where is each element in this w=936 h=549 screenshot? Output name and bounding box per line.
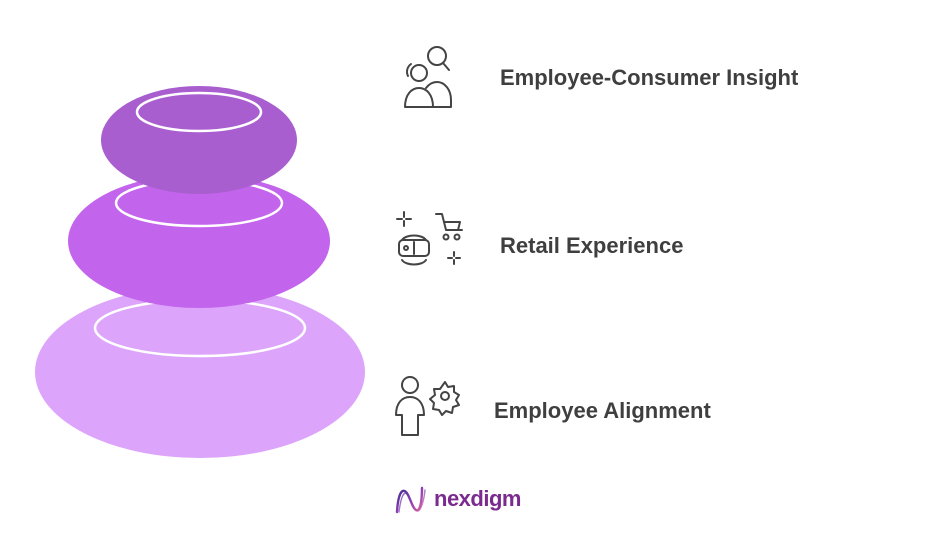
layer-bottom-ring: [35, 286, 365, 458]
layer-row-employee-alignment: Employee Alignment: [388, 373, 711, 449]
stacked-rings-diagram: [35, 86, 365, 458]
people-search-icon: [388, 40, 464, 116]
layer-top-ring: [101, 86, 297, 194]
person-gear-icon: [388, 373, 464, 449]
vr-shopping-cart-icon: [388, 208, 464, 284]
nexdigm-logo: nexdigm: [394, 484, 521, 516]
layer-top-inner-ring: [135, 91, 263, 133]
layer-label: Employee-Consumer Insight: [500, 65, 799, 90]
layer-label: Retail Experience: [500, 233, 684, 258]
layer-row-retail-experience: Retail Experience: [388, 208, 683, 284]
logo-wordmark: nexdigm: [434, 486, 521, 511]
layer-row-employee-consumer-insight: Employee-Consumer Insight: [388, 40, 798, 116]
nexdigm-logo-mark: [395, 486, 426, 514]
layer-middle-ring: [68, 174, 330, 308]
layer-label: Employee Alignment: [494, 398, 711, 423]
